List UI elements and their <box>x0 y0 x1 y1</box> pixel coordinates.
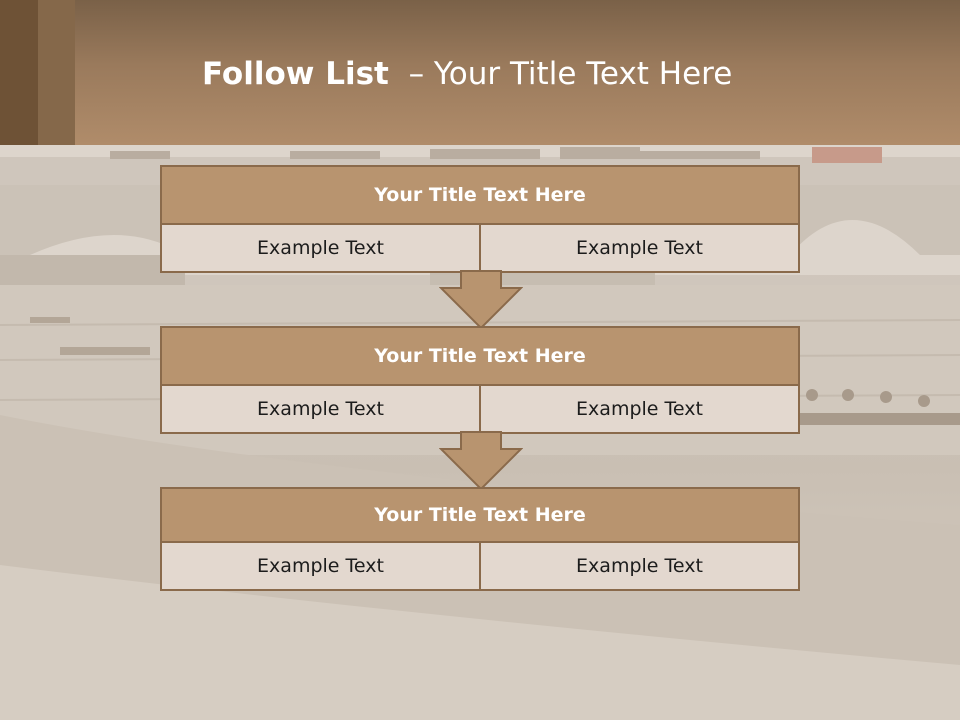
down-arrow-icon <box>439 270 523 330</box>
step-title: Your Title Text Here <box>162 167 798 225</box>
step-row: Example Text Example Text <box>162 543 798 589</box>
step-cell-left: Example Text <box>257 237 384 259</box>
header-accent-strip <box>38 0 75 145</box>
step-box-3: Your Title Text Here Example Text Exampl… <box>160 487 800 591</box>
step-row: Example Text Example Text <box>162 386 798 432</box>
step-title: Your Title Text Here <box>162 328 798 386</box>
down-arrow-icon <box>439 431 523 491</box>
step-cell-left: Example Text <box>257 555 384 577</box>
step-box-1: Your Title Text Here Example Text Exampl… <box>160 165 800 273</box>
slide-title-bold: Follow List <box>202 56 389 92</box>
header-accent-strip <box>0 0 38 145</box>
step-title: Your Title Text Here <box>162 489 798 543</box>
step-row: Example Text Example Text <box>162 225 798 271</box>
step-cell-right: Example Text <box>479 386 798 432</box>
step-cell-left: Example Text <box>257 398 384 420</box>
header-band <box>0 0 960 145</box>
step-cell-right: Example Text <box>479 543 798 589</box>
step-box-2: Your Title Text Here Example Text Exampl… <box>160 326 800 434</box>
slide-title: Follow List – Your Title Text Here <box>202 56 732 92</box>
step-cell-right: Example Text <box>479 225 798 271</box>
slide-title-rest: – Your Title Text Here <box>388 56 733 92</box>
